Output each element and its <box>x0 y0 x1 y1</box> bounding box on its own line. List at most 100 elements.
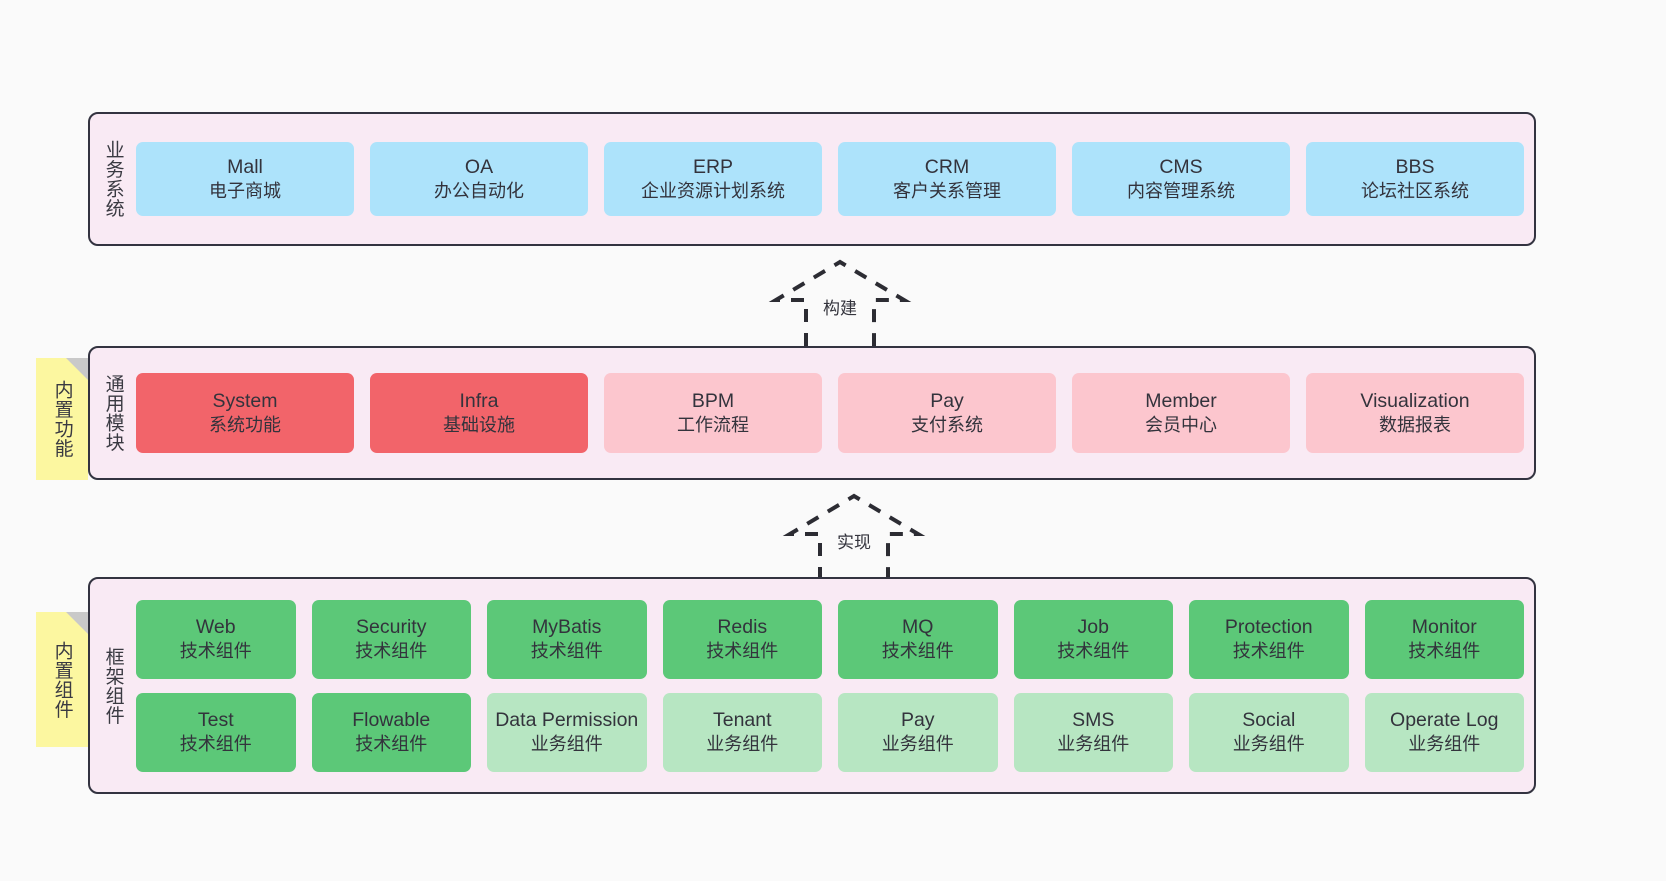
card-title: BPM <box>691 390 735 413</box>
card-sms[interactable]: SMS 业务组件 <box>1013 692 1173 772</box>
layer-label-framework-component: 框架组件 <box>102 646 124 725</box>
card-system[interactable]: System 系统功能 <box>136 373 354 453</box>
layer-body-framework-component: Web 技术组件 Security 技术组件 MyBatis 技术组件 Redi… <box>136 579 1534 792</box>
card-title: Operate Log <box>1390 709 1499 732</box>
card-subtitle: 技术组件 <box>179 733 252 754</box>
card-title: MQ <box>902 616 934 639</box>
card-mall[interactable]: Mall 电子商城 <box>136 142 354 216</box>
build-arrow-icon <box>768 259 912 346</box>
card-title: Mall <box>227 156 263 179</box>
card-subtitle: 技术组件 <box>179 640 252 661</box>
card-crm[interactable]: CRM 客户关系管理 <box>838 142 1056 216</box>
common-card-row: System 系统功能 Infra 基础设施 BPM 工作流程 Pay 支付系统… <box>136 373 1524 453</box>
framework-card-row-1: Web 技术组件 Security 技术组件 MyBatis 技术组件 Redi… <box>136 599 1524 679</box>
card-title: CMS <box>1159 156 1203 179</box>
connector-implement: 实现 <box>774 492 934 582</box>
card-subtitle: 技术组件 <box>1408 640 1481 661</box>
card-subtitle: 支付系统 <box>911 414 983 435</box>
card-subtitle: 业务组件 <box>530 733 603 754</box>
card-visualization[interactable]: Visualization 数据报表 <box>1306 373 1524 453</box>
card-bbs[interactable]: BBS 论坛社区系统 <box>1306 142 1524 216</box>
card-subtitle: 业务组件 <box>881 733 954 754</box>
card-subtitle: 业务组件 <box>706 733 779 754</box>
card-social[interactable]: Social 业务组件 <box>1189 692 1349 772</box>
card-title: Social <box>1242 709 1296 732</box>
layer-label-business-system: 业务系统 <box>102 140 124 218</box>
layer-label-common-module: 通用模块 <box>102 374 124 452</box>
card-title: Infra <box>459 390 499 413</box>
card-infra[interactable]: Infra 基础设施 <box>370 373 588 453</box>
card-subtitle: 技术组件 <box>881 640 954 661</box>
card-subtitle: 业务组件 <box>1057 733 1130 754</box>
card-operate-log[interactable]: Operate Log 业务组件 <box>1364 692 1524 772</box>
card-subtitle: 业务组件 <box>1408 733 1481 754</box>
card-job[interactable]: Job 技术组件 <box>1013 599 1173 679</box>
framework-card-row-2: Test 技术组件 Flowable 技术组件 Data Permission … <box>136 692 1524 772</box>
card-title: Test <box>197 709 234 732</box>
card-erp[interactable]: ERP 企业资源计划系统 <box>604 142 822 216</box>
sticky-note-label: 内置功能 <box>51 380 73 458</box>
card-subtitle: 论坛社区系统 <box>1361 180 1469 201</box>
card-tenant[interactable]: Tenant 业务组件 <box>662 692 822 772</box>
card-title: SMS <box>1072 709 1115 732</box>
card-title: OA <box>464 156 494 179</box>
card-member[interactable]: Member 会员中心 <box>1072 373 1290 453</box>
card-subtitle: 技术组件 <box>1232 640 1305 661</box>
card-subtitle: 技术组件 <box>530 640 603 661</box>
card-subtitle: 基础设施 <box>443 414 515 435</box>
card-web[interactable]: Web 技术组件 <box>136 599 296 679</box>
business-card-row: Mall 电子商城 OA 办公自动化 ERP 企业资源计划系统 CRM 客户关系… <box>136 142 1524 216</box>
card-subtitle: 电子商城 <box>209 180 281 201</box>
card-title: Redis <box>717 616 768 639</box>
card-cms[interactable]: CMS 内容管理系统 <box>1072 142 1290 216</box>
card-flowable[interactable]: Flowable 技术组件 <box>311 692 471 772</box>
layer-body-common-module: System 系统功能 Infra 基础设施 BPM 工作流程 Pay 支付系统… <box>136 348 1534 478</box>
page-fold-icon <box>66 612 88 634</box>
framework-rows: Web 技术组件 Security 技术组件 MyBatis 技术组件 Redi… <box>136 599 1524 772</box>
card-subtitle: 技术组件 <box>1057 640 1130 661</box>
card-redis[interactable]: Redis 技术组件 <box>662 599 822 679</box>
implement-arrow-icon <box>782 493 926 580</box>
card-title: Tenant <box>712 709 772 732</box>
card-test[interactable]: Test 技术组件 <box>136 692 296 772</box>
card-bpm[interactable]: BPM 工作流程 <box>604 373 822 453</box>
card-title: Pay <box>930 390 964 413</box>
card-title: Web <box>195 616 236 639</box>
card-title: BBS <box>1395 156 1435 179</box>
card-pay-business[interactable]: Pay 业务组件 <box>838 692 998 772</box>
card-mq[interactable]: MQ 技术组件 <box>838 599 998 679</box>
card-title: Protection <box>1224 616 1313 639</box>
card-title: System <box>212 390 278 413</box>
card-title: Pay <box>900 709 935 732</box>
card-oa[interactable]: OA 办公自动化 <box>370 142 588 216</box>
card-subtitle: 系统功能 <box>209 414 281 435</box>
layer-body-business-system: Mall 电子商城 OA 办公自动化 ERP 企业资源计划系统 CRM 客户关系… <box>136 114 1534 244</box>
card-title: Job <box>1077 616 1109 639</box>
card-subtitle: 技术组件 <box>355 640 428 661</box>
card-monitor[interactable]: Monitor 技术组件 <box>1364 599 1524 679</box>
layer-framework-component: 框架组件 Web 技术组件 Security 技术组件 MyBatis 技术组件 <box>88 577 1536 794</box>
card-mybatis[interactable]: MyBatis 技术组件 <box>487 599 647 679</box>
card-subtitle: 客户关系管理 <box>893 180 1001 201</box>
card-data-permission[interactable]: Data Permission 业务组件 <box>487 692 647 772</box>
layer-common-module: 通用模块 System 系统功能 Infra 基础设施 BPM 工作流程 Pay <box>88 346 1536 480</box>
card-title: CRM <box>924 156 970 179</box>
card-protection[interactable]: Protection 技术组件 <box>1189 599 1349 679</box>
card-title: Data Permission <box>495 709 639 732</box>
card-title: Visualization <box>1360 390 1470 413</box>
card-title: Monitor <box>1411 616 1477 639</box>
card-title: Security <box>356 616 427 639</box>
sticky-note-builtin-features: 内置功能 <box>36 358 88 480</box>
layer-business-system: 业务系统 Mall 电子商城 OA 办公自动化 ERP 企业资源计划系统 CRM <box>88 112 1536 246</box>
card-subtitle: 企业资源计划系统 <box>641 180 785 201</box>
card-subtitle: 技术组件 <box>355 733 428 754</box>
card-subtitle: 数据报表 <box>1379 414 1451 435</box>
page-fold-icon <box>66 358 88 380</box>
card-subtitle: 内容管理系统 <box>1127 180 1235 201</box>
card-title: Member <box>1145 390 1217 413</box>
card-pay[interactable]: Pay 支付系统 <box>838 373 1056 453</box>
card-title: MyBatis <box>532 616 602 639</box>
card-security[interactable]: Security 技术组件 <box>311 599 471 679</box>
card-subtitle: 会员中心 <box>1145 414 1217 435</box>
card-title: Flowable <box>352 709 431 732</box>
